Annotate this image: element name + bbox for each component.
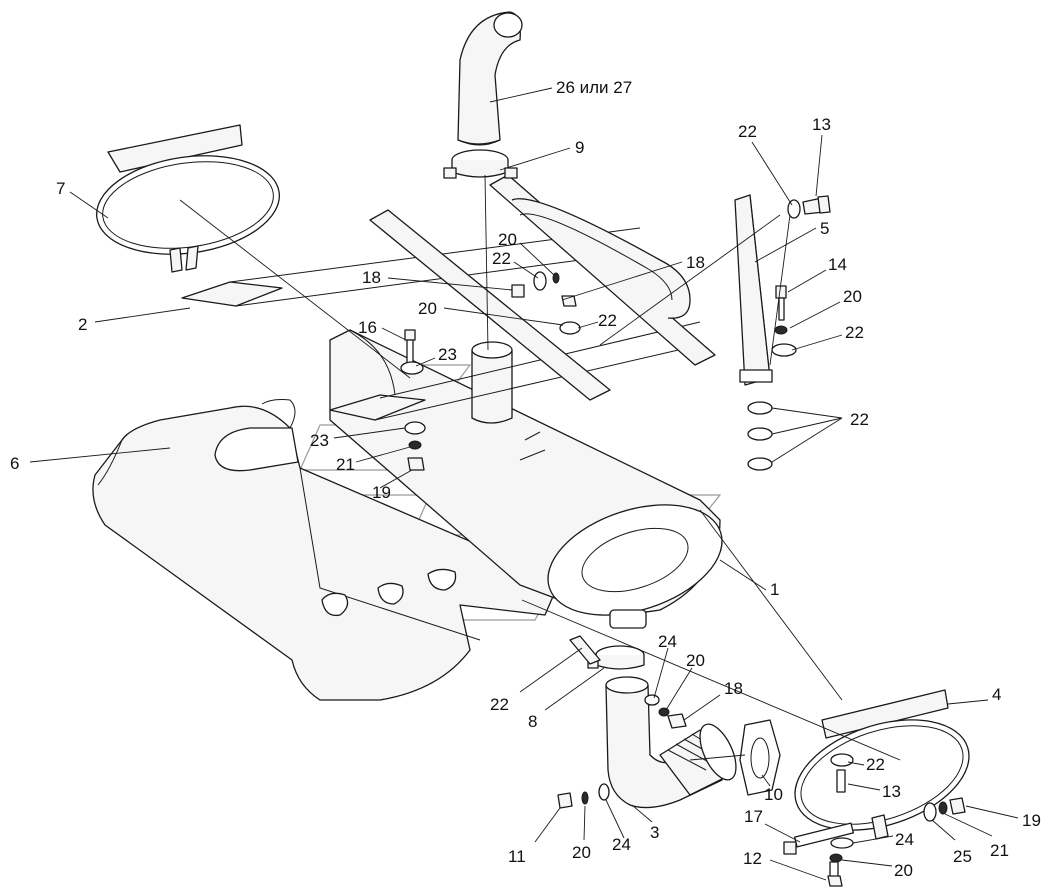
callout-8: 8 [528,712,537,731]
callout-2: 2 [78,315,87,334]
fasteners-11-20-24 [557,783,610,809]
callout-labels: 26 или 27 9 7 2 22 13 5 14 20 22 22 20 2… [10,78,1041,880]
callout-17: 17 [744,807,763,826]
callout-22-top: 22 [738,122,757,141]
callout-26-27: 26 или 27 [556,78,632,97]
callout-20-right: 20 [843,287,862,306]
callout-20-middle: 20 [418,299,437,318]
callout-20-bottom-right: 20 [894,861,913,880]
callout-22-stack: 22 [850,410,869,429]
callout-5: 5 [820,219,829,238]
callout-3: 3 [650,823,659,842]
support-frame-2 [181,174,716,421]
callout-10: 10 [764,785,783,804]
callout-7: 7 [56,179,65,198]
callout-14: 14 [828,255,847,274]
muffler-body-1 [329,329,723,629]
pipe-clamp-9 [443,149,518,179]
callout-18-lower: 18 [724,679,743,698]
callout-18-center-left: 18 [362,268,381,287]
callout-20-bottom-left: 20 [572,843,591,862]
callout-25: 25 [953,847,972,866]
callout-19-right: 19 [1022,811,1041,830]
clamp-band-7 [96,124,280,273]
callout-24-bottom-right: 24 [895,830,914,849]
callout-12: 12 [743,849,762,868]
callout-22-lower-left: 22 [490,695,509,714]
fasteners-25-21-19 [923,797,966,822]
callout-23-upper: 23 [438,345,457,364]
center-fasteners [511,271,581,335]
muffler-outlet-pipe [471,341,513,424]
callout-22-middle: 22 [598,311,617,330]
gasket-flange-10 [689,719,781,796]
exhaust-elbow-pipe-26-27 [457,11,523,146]
callout-13-top: 13 [812,115,831,134]
washer-stack-22 [747,199,801,471]
callout-4: 4 [992,685,1001,704]
callout-18-center-right: 18 [686,253,705,272]
callout-19-left: 19 [372,483,391,502]
bracket-5 [734,194,773,386]
callout-11: 11 [508,847,526,866]
callout-24-top: 24 [658,632,677,651]
callout-22-right: 22 [845,323,864,342]
callout-21-right: 21 [990,841,1009,860]
bolt-13-upper [802,195,831,215]
callout-13-lower: 13 [882,782,901,801]
muffler-housing-6 [92,399,561,701]
fasteners-24-20-18 [644,694,687,729]
callout-6: 6 [10,454,19,473]
callout-21-left: 21 [336,455,355,474]
callout-9: 9 [575,138,584,157]
callout-23-lower: 23 [310,431,329,450]
pipe-clamp-8 [569,635,645,670]
callout-22-center: 22 [492,249,511,268]
bolt-14 [774,285,788,335]
assembly-lines [179,174,901,761]
exhaust-elbow-3 [605,676,737,809]
callout-leaders [29,87,1019,881]
callout-16: 16 [358,318,377,337]
clamp-band-4 [794,689,970,840]
callout-22-band: 22 [866,755,885,774]
callout-20-lower: 20 [686,651,705,670]
callout-20-center: 20 [498,230,517,249]
bolt-17-assembly [783,822,854,887]
callout-24-bottom: 24 [612,835,631,854]
callout-1: 1 [770,580,779,599]
